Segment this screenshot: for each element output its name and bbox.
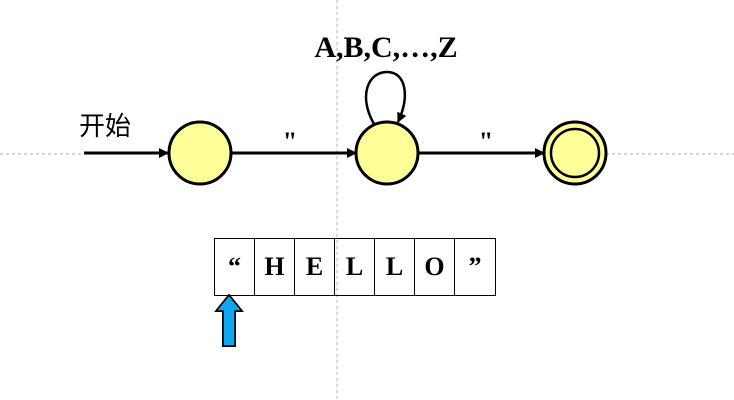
tape-cell: ” [468, 252, 482, 281]
input-tape: “ H E L L O ” [214, 238, 496, 296]
up-arrow-icon [214, 294, 374, 348]
tape-cell: O [415, 239, 455, 295]
start-label: 开始 [79, 112, 131, 142]
tape-cell: E [295, 239, 335, 295]
read-head-arrows [214, 294, 494, 348]
up-arrow-icon [214, 294, 454, 348]
transition-1-label: " [283, 127, 297, 156]
loop-state [354, 120, 420, 186]
up-arrow-icon [214, 294, 294, 348]
transition-2-label: " [479, 127, 493, 156]
tape-cell: H [255, 239, 295, 295]
alphabet-label: A,B,C,…,Z [314, 31, 457, 64]
tape-cell: L [335, 239, 375, 295]
tape-cell: “ [215, 239, 255, 295]
start-state [167, 120, 233, 186]
up-arrow-icon [214, 294, 414, 348]
up-arrow-icon [214, 294, 334, 348]
self-loop-arrow [364, 70, 407, 125]
tape-cell: L [375, 239, 415, 295]
up-arrow-icon [214, 294, 494, 348]
accept-state [542, 120, 608, 186]
